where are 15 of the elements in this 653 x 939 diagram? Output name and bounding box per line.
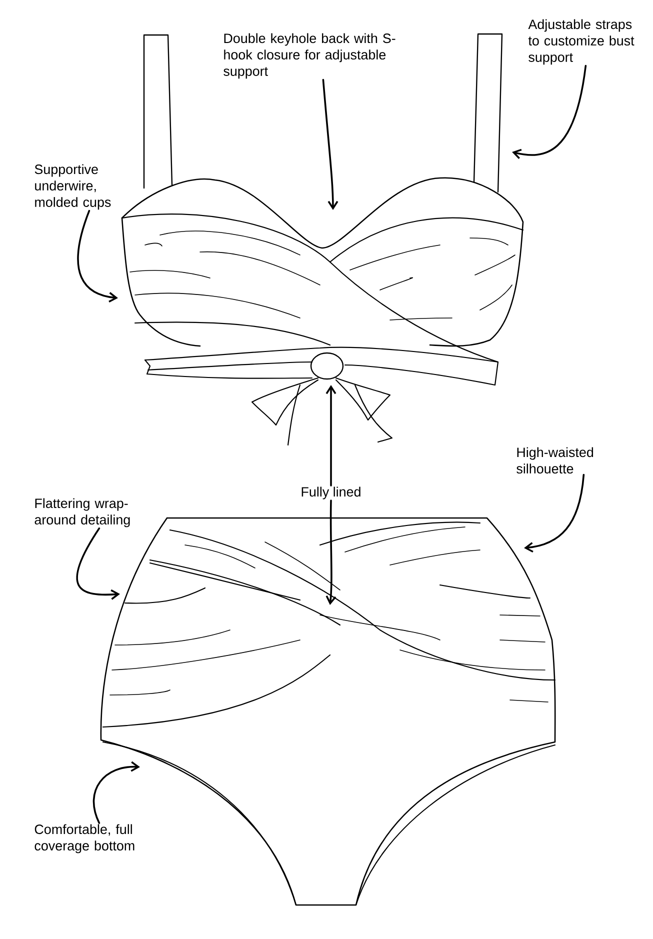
callout-text: High-waisted silhouette	[516, 447, 594, 474]
arrow	[512, 64, 587, 160]
arrow	[322, 78, 338, 210]
callout-text: Supportive underwire, molded cups	[34, 164, 111, 210]
arrow	[326, 500, 336, 605]
arrow	[524, 474, 585, 553]
arrow	[76, 527, 120, 600]
callout-text: Double keyhole back with S-hook closure for adjustable support	[224, 33, 396, 79]
arrow	[326, 385, 336, 486]
arrow	[77, 210, 118, 302]
callout-text: Fully lined	[302, 486, 360, 500]
callout-text: Flattering wrap-around detailing	[34, 498, 130, 528]
callout-text: Adjustable straps to customize bust support	[528, 19, 634, 65]
arrow	[92, 761, 140, 824]
callout-text: Comfortable, full coverage bottom	[34, 824, 134, 854]
